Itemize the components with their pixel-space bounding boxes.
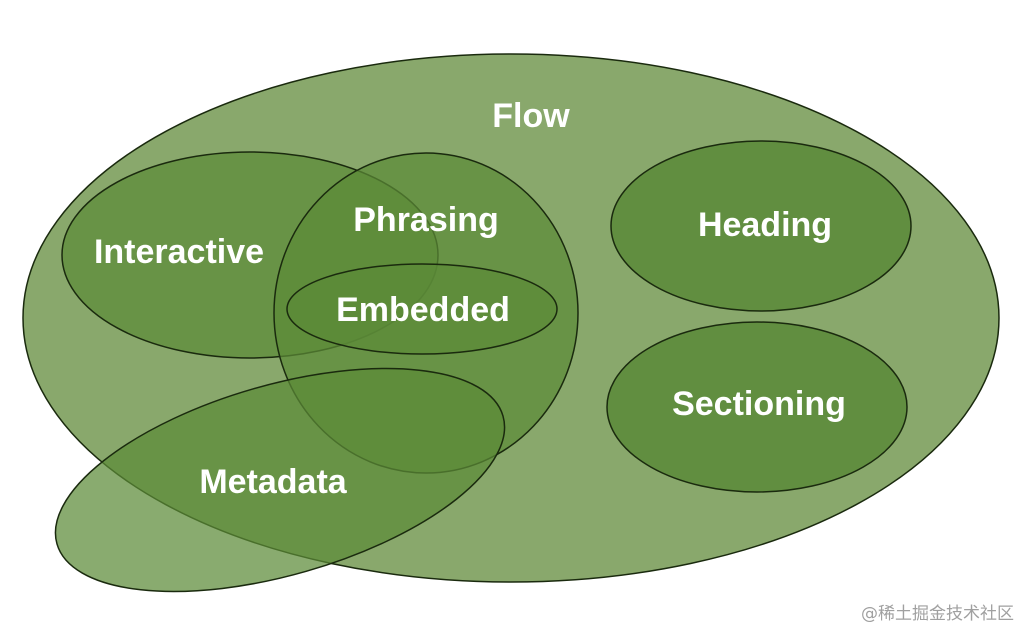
flow-label: Flow bbox=[492, 97, 570, 135]
watermark-text: @稀土掘金技术社区 bbox=[861, 604, 1014, 624]
embedded-region bbox=[286, 263, 558, 355]
interactive-label: Interactive bbox=[94, 233, 264, 271]
embedded-label: Embedded bbox=[336, 291, 510, 329]
metadata-region bbox=[54, 367, 506, 593]
sectioning-label: Sectioning bbox=[672, 385, 846, 423]
metadata-label: Metadata bbox=[199, 463, 347, 501]
phrasing-label: Phrasing bbox=[353, 201, 498, 239]
heading-label: Heading bbox=[698, 206, 832, 244]
sectioning-region bbox=[606, 321, 908, 493]
heading-region bbox=[610, 140, 912, 312]
